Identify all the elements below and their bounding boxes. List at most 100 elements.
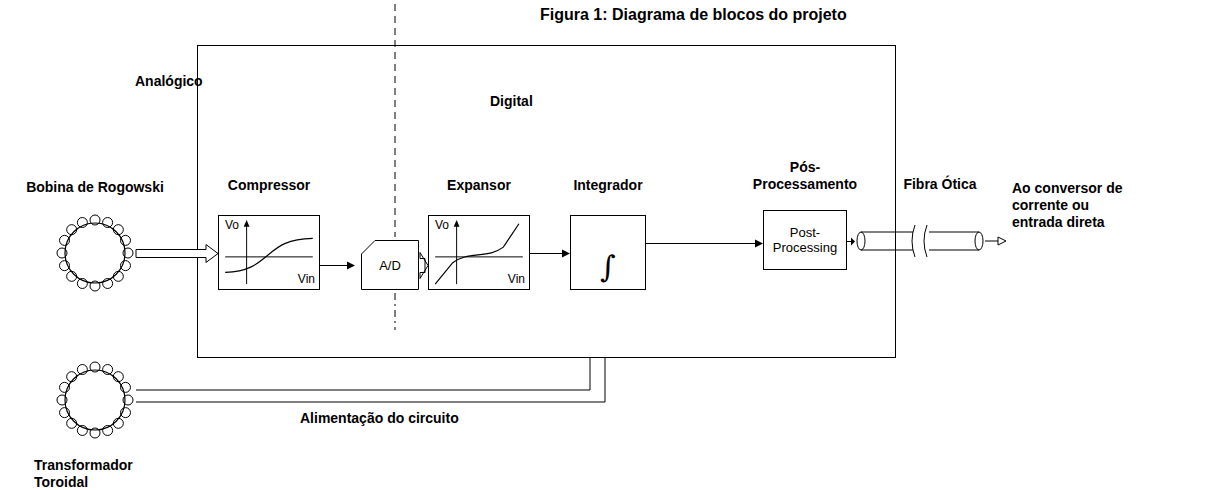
graph-axis (244, 220, 250, 227)
coil-winding (120, 235, 130, 245)
graph-axis (456, 222, 457, 284)
coil-winding (90, 281, 100, 291)
enclosure-box (198, 46, 896, 358)
signal-arrow (646, 240, 763, 248)
graph-axis (246, 222, 247, 284)
coil-winding (60, 408, 70, 418)
adc-block: A/D (355, 240, 425, 290)
coil-winding (113, 271, 123, 281)
bus-arrow (420, 253, 428, 279)
coil-winding (77, 425, 87, 435)
coil-winding (103, 365, 113, 375)
graph-axis (435, 256, 523, 257)
domain-label: Digital (490, 93, 533, 110)
domain-label: Analógico (135, 73, 203, 90)
coil-winding (90, 362, 100, 372)
coil-winding (67, 225, 77, 235)
node-heading: Integrador (573, 177, 642, 194)
coil-winding (57, 395, 67, 405)
fiber-end (857, 232, 865, 250)
node-heading: Expansor (447, 177, 511, 194)
axis-label: Vin (298, 273, 315, 286)
coil-winding (67, 271, 77, 281)
node-heading: Fibra Ótica (903, 176, 976, 193)
bus-arrow (136, 245, 218, 263)
coil-winding (103, 278, 113, 288)
coil-winding (123, 395, 133, 405)
transfer-curve (225, 238, 313, 272)
node-text: A/D (355, 258, 425, 273)
node-text: Post- Processing (773, 225, 837, 255)
coil-winding (77, 365, 87, 375)
fiber-jacket (861, 250, 913, 251)
fiber-jacket (861, 232, 913, 233)
coil-winding (60, 235, 70, 245)
signal-arrow (136, 245, 218, 263)
axis-label: Vo (225, 219, 239, 232)
graph-axis (225, 256, 313, 257)
transfer-curve (435, 224, 519, 284)
fiber-jacket (929, 250, 979, 251)
signal-line (646, 243, 755, 244)
fiber-jacket (929, 232, 979, 233)
domain-divider (395, 293, 396, 330)
output-label: Ao conversor de corrente ou entrada dire… (1012, 180, 1130, 231)
arrow-head (347, 262, 355, 270)
coil-winding (120, 382, 130, 392)
graph-axis (454, 220, 460, 227)
coil-winding (60, 261, 70, 271)
rogowski-coil: Bobina de Rogowski (54, 212, 136, 294)
coil-winding (57, 248, 67, 258)
node-text: ∫ (571, 249, 645, 285)
signal-line (530, 253, 562, 254)
node-heading: Compressor (228, 177, 310, 194)
fiber-end (975, 232, 983, 250)
supply-label: Alimentação do circuito (300, 410, 459, 427)
axis-label: Vin (508, 273, 525, 286)
output-arrow (985, 241, 998, 242)
coil-winding (67, 372, 77, 382)
signal-line (847, 241, 851, 242)
fiber-break (912, 225, 915, 257)
axis-label: Vo (435, 219, 449, 232)
signal-line (320, 265, 347, 266)
signal-arrow (530, 250, 570, 258)
compressor-box: CompressorVoVin (218, 215, 320, 290)
optical-fiber: Fibra Ótica (855, 225, 985, 257)
supply-wire (136, 357, 605, 402)
node-heading: Pós- Processamento (753, 159, 857, 193)
shape-outline (855, 225, 985, 257)
supply-wire (136, 357, 590, 390)
arrow-head (562, 250, 570, 258)
coil-winding (90, 428, 100, 438)
expander-box: ExpansorVoVin (428, 215, 530, 290)
shape-outline (54, 359, 136, 441)
output-arrow (998, 237, 1006, 245)
arrow-head (851, 238, 855, 246)
coil-winding (123, 248, 133, 258)
coil-winding (113, 418, 123, 428)
signal-arrow (847, 238, 855, 246)
arrow-head (755, 240, 763, 248)
coil-winding (103, 218, 113, 228)
coil-winding (67, 418, 77, 428)
domain-divider (395, 4, 396, 237)
shape-outline (54, 212, 136, 294)
fiber-break (924, 225, 927, 257)
coil-winding (77, 218, 87, 228)
figure-title: Figura 1: Diagrama de blocos do projeto (540, 6, 847, 23)
postprocess-box: Pós- ProcessamentoPost- Processing (763, 210, 847, 270)
coil-winding (77, 278, 87, 288)
coil-winding (120, 408, 130, 418)
coil-core (65, 223, 125, 283)
node-heading: Bobina de Rogowski (26, 179, 164, 196)
coil-winding (113, 225, 123, 235)
signal-arrow (320, 262, 355, 270)
node-heading: Transformador Toroidal (34, 457, 133, 490)
coil-winding (103, 425, 113, 435)
coil-winding (90, 215, 100, 225)
coil-winding (113, 372, 123, 382)
coil-winding (120, 261, 130, 271)
coil-core (65, 370, 125, 430)
